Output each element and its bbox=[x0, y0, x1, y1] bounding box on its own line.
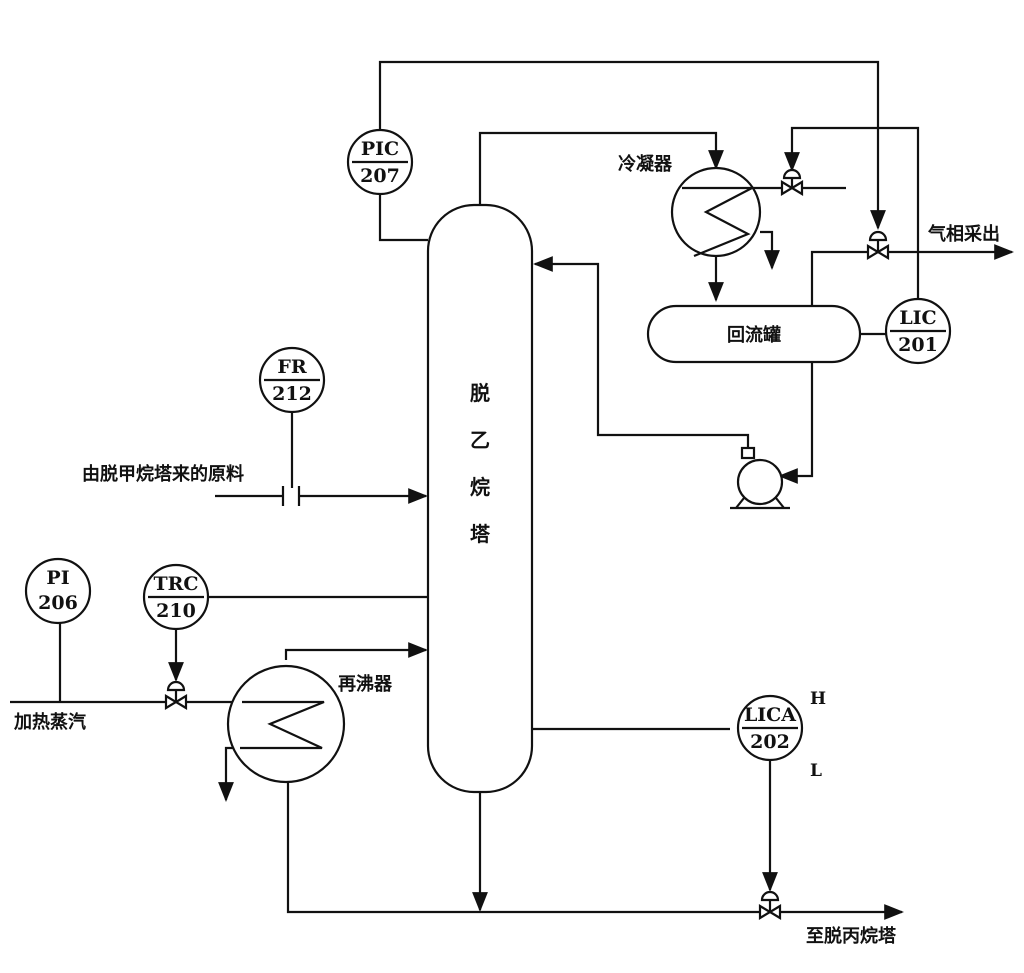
trc210-number: 210 bbox=[156, 600, 196, 622]
overhead-vapor-line bbox=[478, 131, 724, 205]
lic201-signal-line bbox=[784, 126, 920, 300]
vapor-product-line bbox=[810, 244, 1014, 306]
condenser bbox=[670, 166, 762, 258]
column-char-1: 脱 bbox=[470, 381, 490, 405]
lic201-number: 201 bbox=[898, 334, 938, 356]
heating-steam-label: 加热蒸汽 bbox=[13, 711, 86, 733]
lica202-tag: LICA bbox=[744, 704, 796, 726]
pic207-instrument: PIC 207 bbox=[346, 128, 414, 196]
reboiler bbox=[226, 664, 346, 784]
condenser-label: 冷凝器 bbox=[618, 153, 673, 175]
trc210-instrument: TRC 210 bbox=[142, 563, 210, 631]
trc210-tag: TRC bbox=[153, 573, 198, 595]
feed-label: 由脱甲烷塔来的原料 bbox=[82, 463, 244, 485]
fr212-number: 212 bbox=[272, 383, 312, 405]
coolant-out-line bbox=[760, 230, 780, 270]
vapor-product-label: 气相采出 bbox=[927, 223, 1000, 245]
lic201-instrument: LIC 201 bbox=[884, 297, 952, 365]
to-depropanizer-label: 至脱丙烷塔 bbox=[806, 925, 897, 947]
column-char-2: 乙 bbox=[470, 428, 490, 452]
pi206-tag: PI bbox=[46, 567, 69, 589]
lica202-low-alarm: L bbox=[810, 761, 822, 781]
pi206-instrument: PI 206 bbox=[24, 557, 92, 625]
column-label: 脱 乙 烷 塔 bbox=[470, 381, 491, 546]
fr212-tag: FR bbox=[277, 356, 306, 378]
lica202-high-alarm: H bbox=[810, 689, 826, 709]
lica202-instrument: LICA 202 bbox=[736, 694, 804, 762]
lica202-number: 202 bbox=[750, 731, 790, 753]
reboiler-return-line bbox=[284, 642, 428, 660]
reboiler-label: 再沸器 bbox=[338, 673, 393, 695]
pic207-signal-line bbox=[378, 60, 886, 230]
feed-orifice-plate bbox=[281, 486, 301, 506]
reflux-drum-label: 回流罐 bbox=[727, 324, 781, 346]
pic207-number: 207 bbox=[360, 165, 400, 187]
reflux-pump bbox=[730, 446, 790, 510]
bottoms-control-valve bbox=[758, 890, 782, 920]
reflux-line bbox=[533, 256, 750, 452]
column-char-4: 塔 bbox=[470, 522, 491, 546]
column-char-3: 烷 bbox=[470, 475, 490, 499]
piping bbox=[10, 60, 1014, 920]
lic201-tag: LIC bbox=[899, 307, 936, 329]
coolant-control-valve bbox=[780, 168, 804, 196]
pi206-number: 206 bbox=[38, 592, 78, 614]
deethanizer-column bbox=[426, 203, 534, 794]
steam-control-valve bbox=[164, 680, 188, 710]
pic207-tag: PIC bbox=[361, 138, 399, 160]
reboiler-bottom-line bbox=[286, 782, 480, 914]
pic207-sensing-line bbox=[378, 188, 428, 242]
vapor-product-control-valve bbox=[866, 230, 890, 260]
drum-outlet-line bbox=[778, 362, 814, 484]
fr212-instrument: FR 212 bbox=[258, 346, 326, 414]
